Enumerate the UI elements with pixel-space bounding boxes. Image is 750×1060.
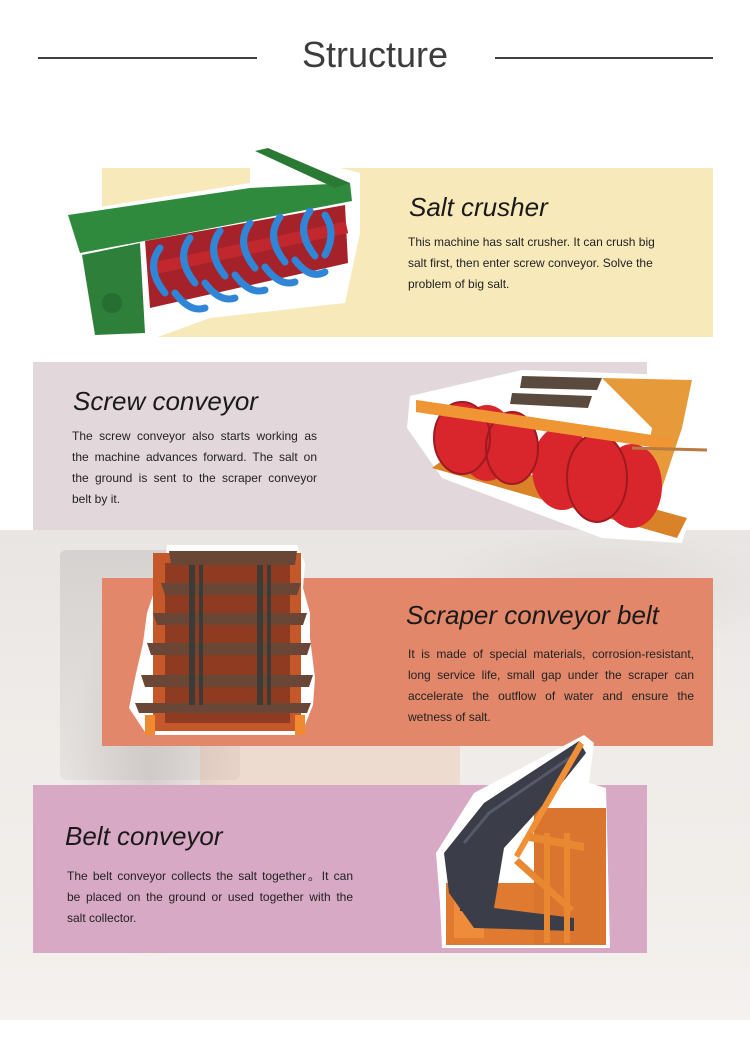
scraper-conveyor-photo <box>125 543 315 738</box>
section-title: Salt crusher <box>409 192 548 222</box>
section-title: Belt conveyor <box>65 821 223 851</box>
salt-crusher-photo <box>60 143 360 343</box>
belt-conveyor-photo <box>434 733 614 951</box>
screw-conveyor-photo <box>402 368 712 546</box>
header-divider-left <box>38 57 257 59</box>
header-divider-right <box>495 57 713 59</box>
section-description: It is made of special materials, corrosi… <box>408 647 694 724</box>
section-header: Structure <box>0 32 750 82</box>
section-description: The belt conveyor collects the salt toge… <box>67 869 353 925</box>
section-description: The screw conveyor also starts working a… <box>72 429 317 506</box>
section-title: Scraper conveyor belt <box>406 600 659 630</box>
section-title: Screw conveyor <box>73 386 258 416</box>
page-title: Structure <box>301 34 449 75</box>
section-description: This machine has salt crusher. It can cr… <box>408 235 655 291</box>
